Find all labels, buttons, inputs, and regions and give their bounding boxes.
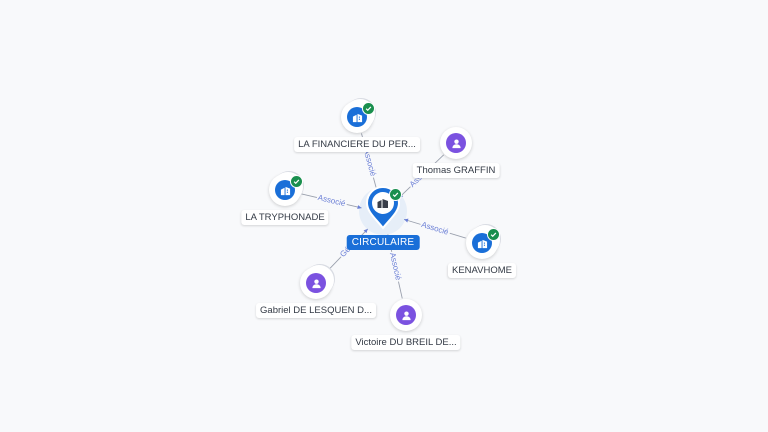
edge-label: Associé <box>388 252 403 282</box>
edge-arrow-kenavhome <box>404 218 409 223</box>
verified-check-icon <box>389 188 402 201</box>
edge-label-bg <box>361 146 379 179</box>
verified-check-icon <box>290 175 303 188</box>
node-label[interactable]: LA TRYPHONADE <box>241 210 329 225</box>
node-label[interactable]: LA FINANCIERE DU PER... <box>294 137 420 152</box>
edge-arrow-lesquen <box>363 228 368 234</box>
person-icon <box>306 273 326 293</box>
verified-check-icon <box>362 102 375 115</box>
person-icon <box>446 133 466 153</box>
edge-label: Associé <box>317 193 347 208</box>
edge-label-bg <box>419 219 452 238</box>
edge-label: Associé <box>420 220 450 237</box>
building-icon <box>472 233 492 253</box>
node-label[interactable]: Gabriel DE LESQUEN D... <box>256 303 376 318</box>
person-icon <box>396 305 416 325</box>
building-icon <box>347 107 367 127</box>
edge-label: Associé <box>362 148 378 178</box>
edge-arrow-tryphonade <box>357 205 362 210</box>
node-label[interactable]: Victoire DU BREIL DE... <box>351 335 461 350</box>
node-label[interactable]: Thomas GRAFFIN <box>412 163 500 178</box>
building-icon <box>275 180 295 200</box>
verified-check-icon <box>487 228 500 241</box>
edge-label-bg <box>387 250 404 283</box>
node-label[interactable]: KENAVHOME <box>447 263 517 278</box>
edge-label-bg <box>316 192 348 209</box>
center-node-label[interactable]: CIRCULAIRE <box>346 235 420 250</box>
